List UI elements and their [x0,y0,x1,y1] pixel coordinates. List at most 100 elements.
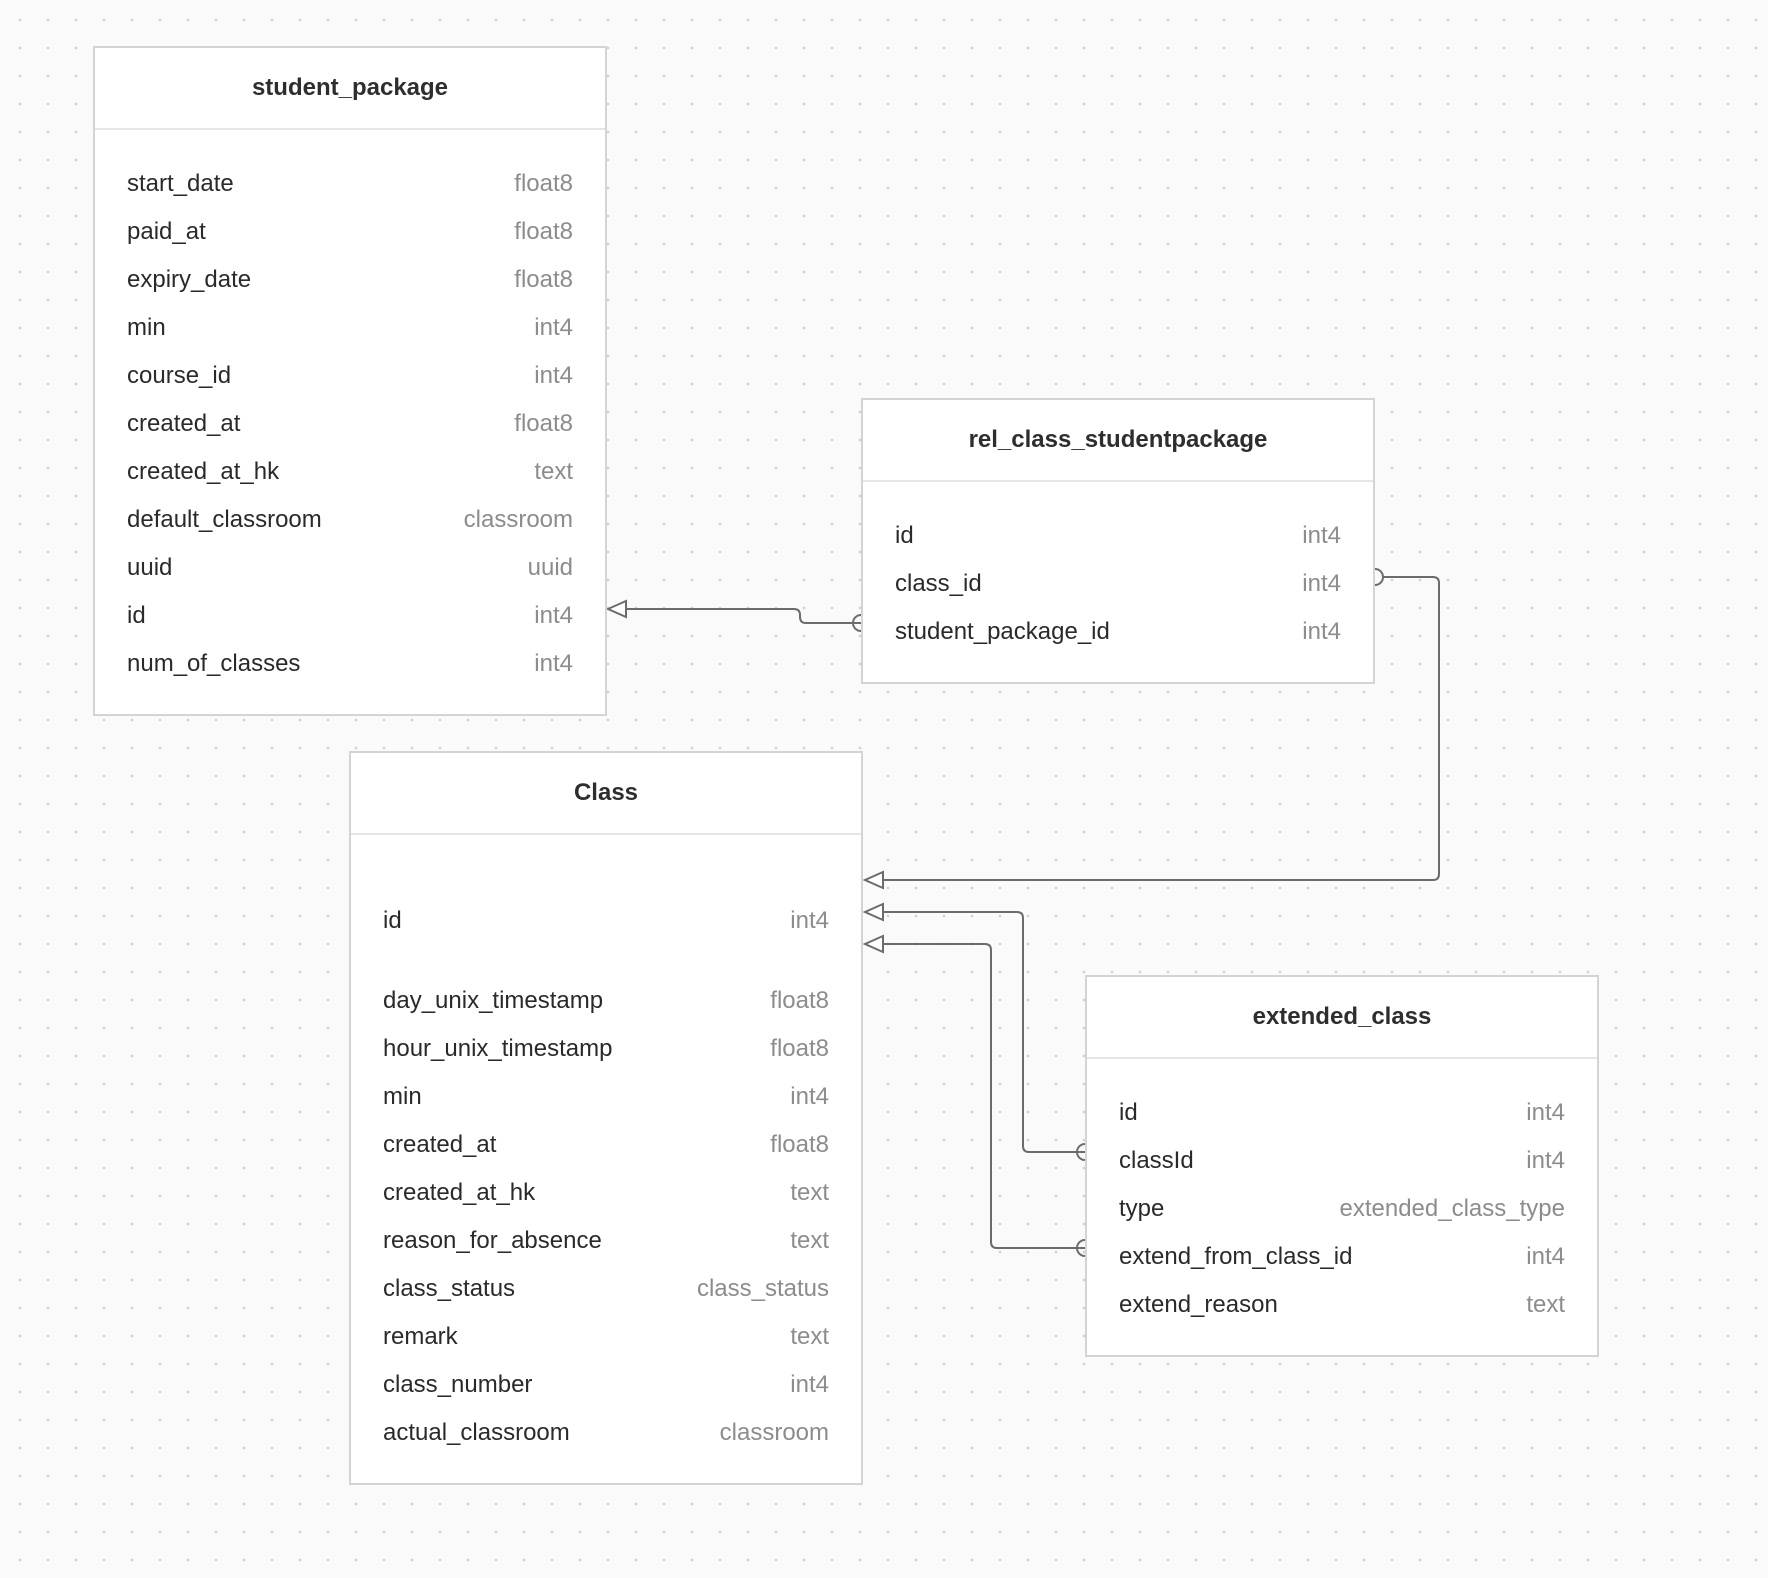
field-name: student_package_id [895,618,1110,645]
field-type: text [790,1227,829,1254]
field-row[interactable]: start_date float8 [127,160,573,208]
field-row[interactable]: extend_from_class_id int4 [1119,1233,1565,1281]
field-row[interactable]: classId int4 [1119,1137,1565,1185]
field-name: id [383,907,402,934]
field-type: text [790,1323,829,1350]
field-name: remark [383,1323,458,1350]
field-row[interactable]: reason_for_absence text [383,1217,829,1265]
field-row[interactable]: created_at_hk text [383,1169,829,1217]
field-row[interactable]: created_at float8 [127,400,573,448]
field-type: float8 [514,218,573,245]
field-name: type [1119,1195,1165,1222]
field-row[interactable]: id int4 [383,897,829,945]
field-name: course_id [127,362,232,389]
field-row[interactable]: type extended_class_type [1119,1185,1565,1233]
field-type: float8 [514,266,573,293]
field-row[interactable]: min int4 [127,304,573,352]
field-name: id [895,522,914,549]
table-rel-class-studentpackage[interactable]: rel_class_studentpackage id int4 class_id… [861,398,1375,684]
field-row[interactable]: id int4 [895,512,1341,560]
field-type: float8 [514,170,573,197]
field-type: int4 [534,362,573,389]
field-name: start_date [127,170,234,197]
field-list: id int4 class_id int4 student_package_id in… [863,482,1373,682]
field-type: int4 [1302,618,1341,645]
field-row[interactable]: actual_classroom classroom [383,1409,829,1457]
field-type: float8 [770,1131,829,1158]
table-student-package[interactable]: student_package start_date float8 paid_at… [93,46,607,716]
table-title: Class [351,753,861,835]
field-name: id [127,602,146,629]
field-row[interactable]: uuid uuid [127,544,573,592]
field-row[interactable]: min int4 [383,1073,829,1121]
field-name: hour_unix_timestamp [383,1035,613,1062]
field-name: class_status [383,1275,516,1302]
field-row[interactable]: hour_unix_timestamp float8 [383,1025,829,1073]
field-type: int4 [1302,570,1341,597]
field-type: float8 [770,1035,829,1062]
field-type: extended_class_type [1339,1195,1566,1222]
field-name: default_classroom [127,506,322,533]
table-class[interactable]: Class id int4 day_unix_timestamp float8 ho… [349,751,863,1485]
field-row[interactable]: class_id int4 [895,560,1341,608]
field-name: min [127,314,166,341]
field-row[interactable]: day_unix_timestamp float8 [383,977,829,1025]
field-type: classroom [463,506,573,533]
circle-end [1076,1143,1086,1161]
field-type: int4 [790,1083,829,1110]
field-type: int4 [1526,1243,1565,1270]
connector-extended-classid [883,911,1085,1153]
field-row[interactable]: created_at float8 [383,1121,829,1169]
table-title: extended_class [1087,977,1597,1059]
field-name: class_id [895,570,982,597]
field-type: float8 [770,987,829,1014]
field-name: extend_from_class_id [1119,1243,1353,1270]
field-name: uuid [127,554,173,581]
field-name: class_number [383,1371,533,1398]
field-name: reason_for_absence [383,1227,602,1254]
field-name: day_unix_timestamp [383,987,604,1014]
connector-studentpackage-id [626,608,861,624]
circle-end [1374,568,1384,586]
field-name: actual_classroom [383,1419,570,1446]
field-row[interactable]: student_package_id int4 [895,608,1341,656]
field-type: float8 [514,410,573,437]
circle-end [852,614,862,632]
field-type: classroom [719,1419,829,1446]
field-name: extend_reason [1119,1291,1278,1318]
field-row[interactable]: remark text [383,1313,829,1361]
field-type: text [534,458,573,485]
field-name: min [383,1083,422,1110]
field-name: classId [1119,1147,1194,1174]
field-type: int4 [534,314,573,341]
field-type: int4 [1526,1147,1565,1174]
circle-end [1076,1239,1086,1257]
arrow-head [862,934,884,954]
field-type: class_status [696,1275,829,1302]
field-type: int4 [1302,522,1341,549]
table-title: student_package [95,48,605,130]
field-row[interactable]: class_number int4 [383,1361,829,1409]
field-row[interactable]: default_classroom classroom [127,496,573,544]
field-row[interactable]: class_status class_status [383,1265,829,1313]
field-name: created_at [127,410,241,437]
field-type: int4 [790,1371,829,1398]
field-type: int4 [790,907,829,934]
field-list: id int4 day_unix_timestamp float8 hour_uni… [351,835,861,1483]
field-name: created_at_hk [383,1179,536,1206]
table-title: rel_class_studentpackage [863,400,1373,482]
field-type: text [790,1179,829,1206]
field-name: created_at [383,1131,497,1158]
field-type: uuid [527,554,573,581]
field-row[interactable]: course_id int4 [127,352,573,400]
